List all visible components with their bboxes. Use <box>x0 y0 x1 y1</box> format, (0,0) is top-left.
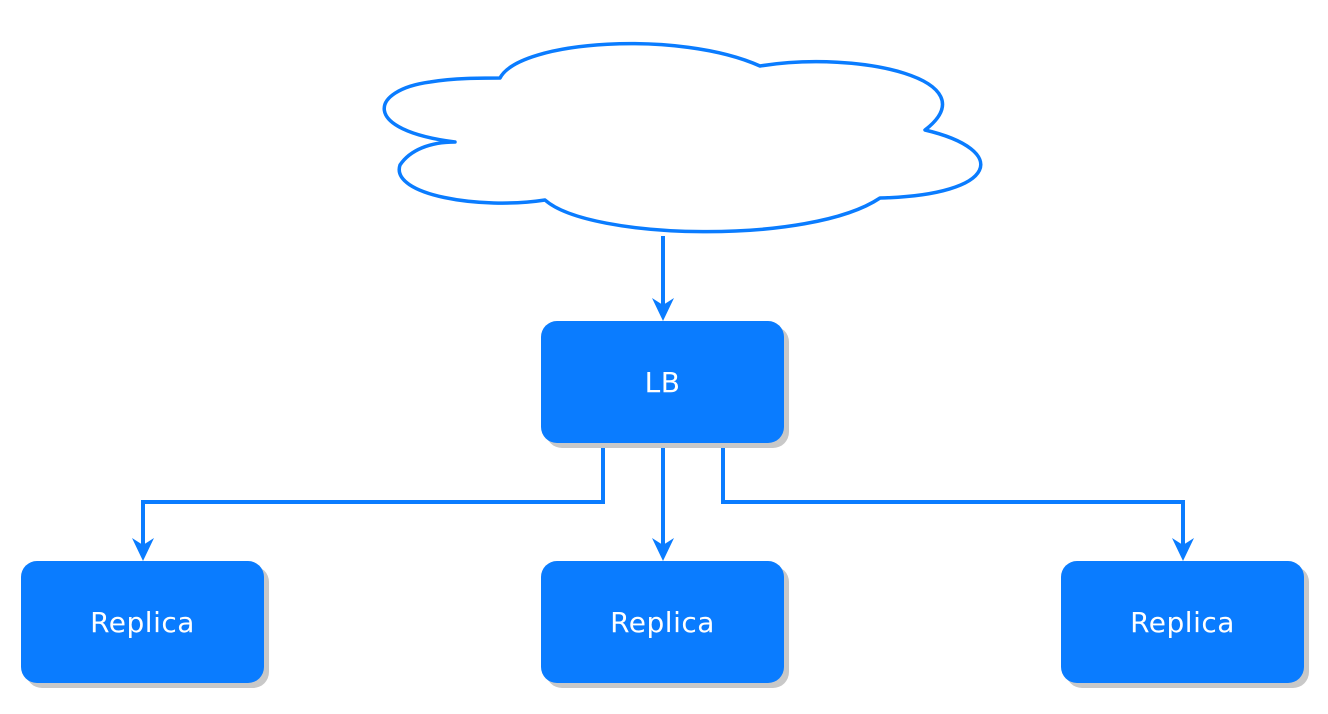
edge-lb-to-replica-3 <box>721 444 1185 552</box>
arrowhead-cloud-to-lb <box>652 298 674 321</box>
arrowhead-lb-to-replica-1 <box>132 538 154 561</box>
replica-label-3: Replica <box>1130 605 1235 639</box>
edge-lb-to-replica-1 <box>141 444 605 552</box>
load-balancer-node[interactable]: LB <box>541 321 784 443</box>
replica-node-1[interactable]: Replica <box>21 561 264 683</box>
replica-node-2[interactable]: Replica <box>541 561 784 683</box>
replica-label-1: Replica <box>90 605 195 639</box>
replica-node-3[interactable]: Replica <box>1061 561 1304 683</box>
load-balancer-label: LB <box>644 365 681 399</box>
arrowhead-lb-to-replica-2 <box>652 538 674 561</box>
replica-label-2: Replica <box>610 605 715 639</box>
internet-cloud-shape <box>382 41 983 234</box>
arrowhead-lb-to-replica-3 <box>1172 538 1194 561</box>
